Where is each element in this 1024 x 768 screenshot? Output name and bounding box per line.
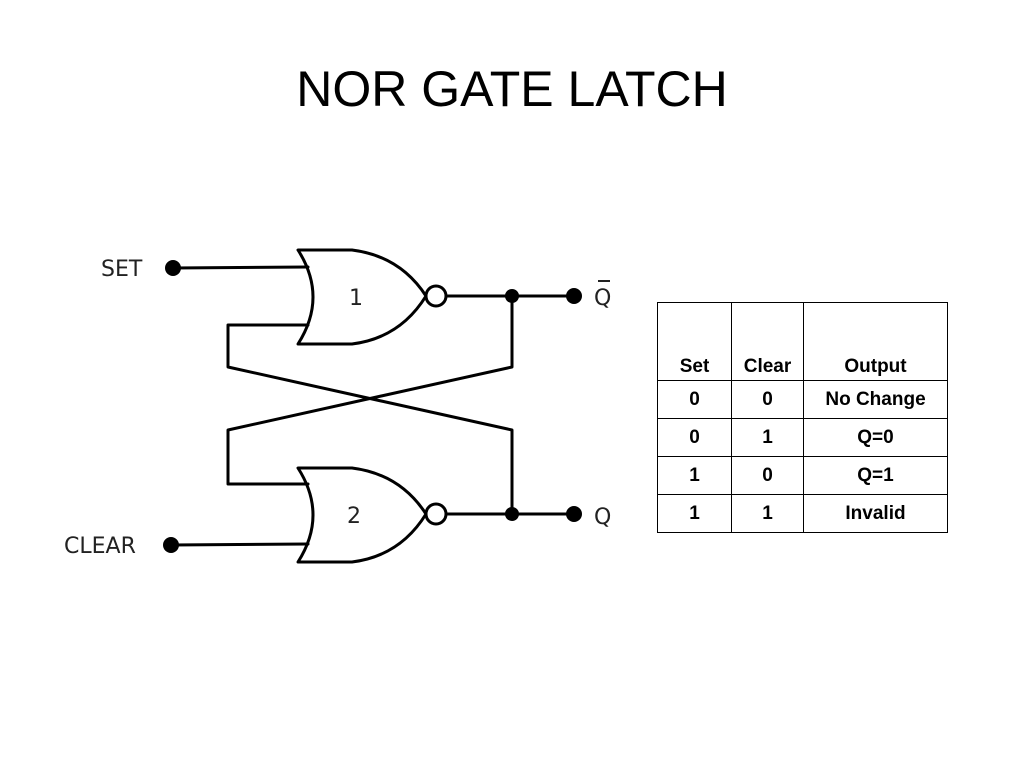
header-clear: Clear: [731, 302, 804, 381]
cell-clear: 1: [731, 418, 804, 457]
qbar-junction-dot: [505, 289, 519, 303]
table-row: 1 1 Invalid: [657, 494, 948, 533]
cell-set: 0: [657, 380, 732, 419]
cell-set: 0: [657, 418, 732, 457]
feedback-wire-q-to-gate-1: [226, 323, 514, 516]
cell-output: No Change: [803, 380, 948, 419]
nor-gate-1-body: [296, 248, 428, 346]
clear-input-wire: [169, 542, 310, 547]
feedback-wire-qbar-to-gate-2: [226, 294, 514, 486]
cell-clear: 0: [731, 380, 804, 419]
table-row: 0 0 No Change: [657, 380, 948, 419]
cell-clear: 0: [731, 456, 804, 495]
cell-output: Q=1: [803, 456, 948, 495]
qbar-output-label: Q: [594, 286, 611, 311]
cell-set: 1: [657, 494, 732, 533]
cell-set: 1: [657, 456, 732, 495]
cell-output: Invalid: [803, 494, 948, 533]
gate-2-number: 2: [347, 504, 361, 529]
q-output-label: Q: [594, 505, 611, 530]
set-input-wire: [171, 265, 310, 270]
cell-clear: 1: [731, 494, 804, 533]
truth-table: Set Clear Output 0 0 No Change 0 1 Q=0 1…: [657, 302, 948, 533]
header-output: Output: [803, 302, 948, 381]
q-output-terminal: [566, 506, 582, 522]
nor-gate-2-body: [296, 466, 428, 564]
set-input-label: SET: [101, 257, 143, 282]
q-junction-dot: [505, 507, 519, 521]
gate-1-number: 1: [349, 286, 363, 311]
header-set: Set: [657, 302, 732, 381]
table-row: 0 1 Q=0: [657, 418, 948, 457]
slide-title: NOR GATE LATCH: [296, 61, 728, 117]
cell-output: Q=0: [803, 418, 948, 457]
qbar-output-terminal: [566, 288, 582, 304]
table-row: 1 0 Q=1: [657, 456, 948, 495]
nor-gate-1-bubble: [424, 284, 448, 308]
clear-input-label: CLEAR: [64, 534, 136, 559]
nor-gate-2-bubble: [424, 502, 448, 526]
truth-table-header-row: Set Clear Output: [657, 302, 948, 381]
